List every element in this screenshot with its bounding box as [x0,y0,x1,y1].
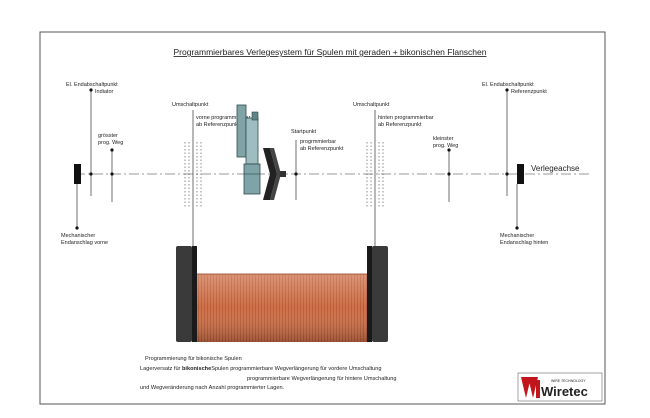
greatest-label-2: prog. Weg [98,140,123,146]
el-end-front-dot [89,88,93,92]
el-end-rear-axis-dot [505,172,509,176]
mech-front-label-1: Mechanischer [61,233,95,239]
umschalt-right-label: Umschaltpunkt [353,102,390,108]
mech-front-label-2: Endanschlag vorne [61,240,108,246]
mech-rear-label-1: Mechanischer [500,233,534,239]
switch-point-rear-band [366,142,384,208]
axis-label: Verlegeachse [531,164,580,173]
start-label-2: progrmmierbar [300,139,336,145]
wiretec-logo: WIRE TECHNOLOGY Wiretec [517,372,603,402]
mech-stop-rear-dot [515,226,519,230]
greatest-way-axis-dot [110,172,114,176]
spool [176,246,388,342]
greatest-label-1: grösster [98,133,118,139]
el-end-left-label-2: Indiator [95,89,114,95]
diagram-title: Programmierbares Verlegesystem für Spule… [173,47,486,57]
el-end-left-label-1: El. Endabschaltpunkt [66,82,118,88]
spool-flange-rear [372,246,388,342]
el-end-rear-dot [505,88,509,92]
spool-flange-front [176,246,192,342]
rear-prog-label-1: hinten programmierbar [378,115,434,121]
mech-stop-rear [517,164,524,184]
front-prog-label-1: vorne programmierbar [196,115,251,121]
mech-rear-label-2: Endanschlag hinten [500,240,548,246]
guide-pulley [263,148,286,200]
front-prog-label-2: ab Referenzpunkt [196,122,240,128]
greatest-way-dot [110,148,114,152]
mech-stop-front-dot [75,226,79,230]
logo-name: Wiretec [541,384,588,399]
desc-line-1: Programmierung für bikonische Spulen [145,356,242,362]
traverse-unit [236,104,261,195]
el-end-front-axis-dot [89,172,93,176]
start-point-axis-dot [294,172,298,176]
el-end-right-label-2: Referenzpunkt [511,89,547,95]
el-end-right-label-1: El. Endabschaltpunkt [482,82,534,88]
smallest-label-1: kleinster [433,136,454,142]
desc-line-4: und Wegveränderung nach Anzahl programmi… [140,385,285,391]
logo-mark-icon [521,377,531,398]
desc-line-2: Lagerversatz für bikonischeSpulen progra… [140,366,382,372]
mech-stop-front [74,164,81,184]
smallest-label-2: prog. Weg [433,143,458,149]
smallest-way-axis-dot [447,172,451,176]
start-label-3: ab Referenzpunkt [300,146,344,152]
rear-prog-label-2: ab Referenzpunkt [378,122,422,128]
umschalt-left-label: Umschaltpunkt [172,102,209,108]
smallest-way-dot [447,148,451,152]
start-label-1: Startpunkt [291,129,317,135]
switch-point-front-band [184,142,202,208]
logo-tagline: WIRE TECHNOLOGY [551,379,586,383]
desc-line-3: programmierbare Wegverlängerung für hint… [247,376,396,382]
